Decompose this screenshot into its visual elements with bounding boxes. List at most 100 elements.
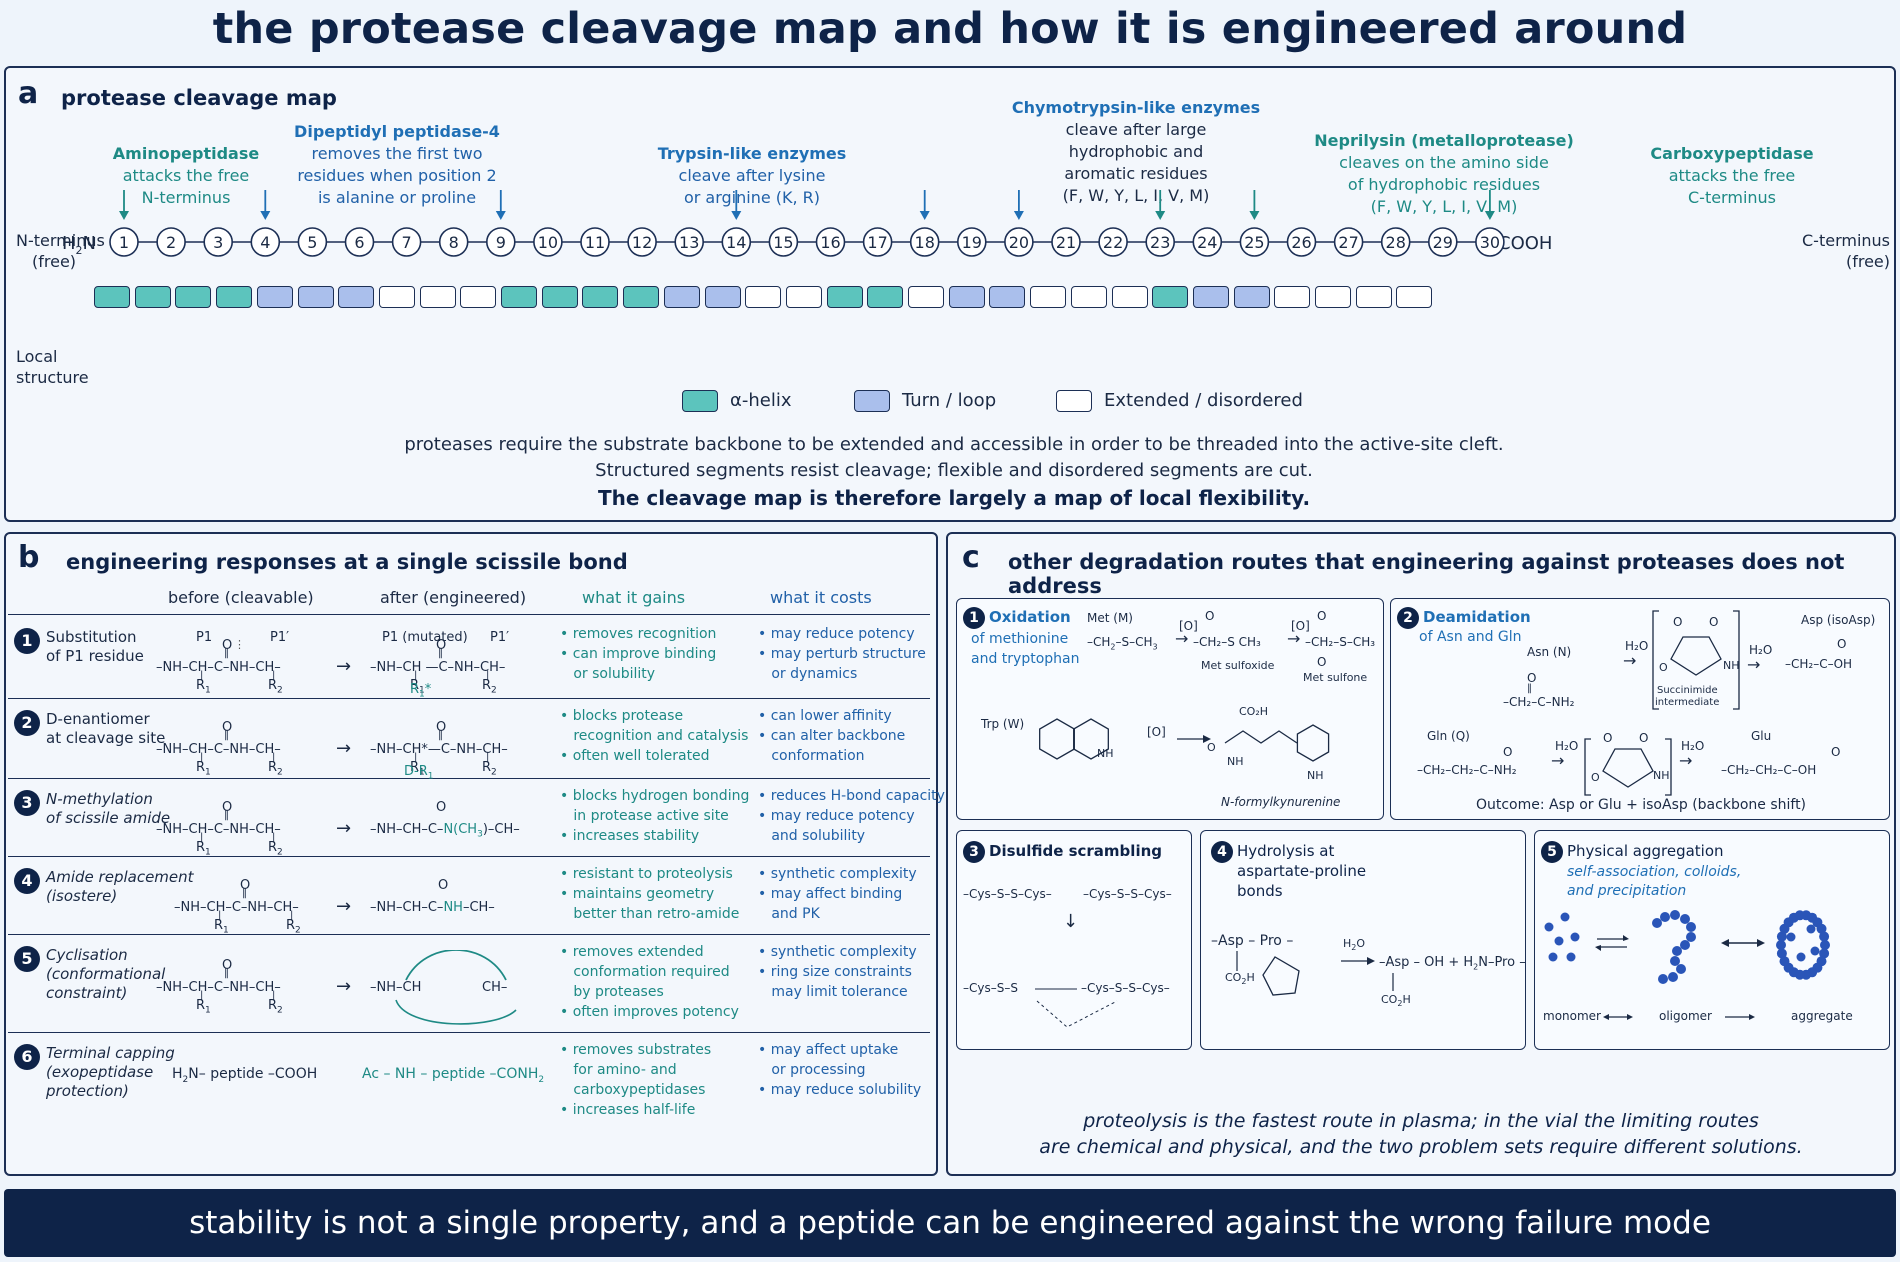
chem-text: NH [1227, 755, 1244, 768]
legend-helix-swatch [682, 390, 718, 412]
residue-12: 12 [627, 227, 657, 257]
route-title: Disulfide scrambling [989, 842, 1162, 860]
chem-text: CH– [482, 980, 508, 995]
gain-item: by proteases [560, 984, 664, 1000]
chem-text: R1* [410, 682, 431, 700]
svg-text:25: 25 [1244, 233, 1264, 252]
chem-text: Met (M) [1087, 611, 1133, 625]
chem-fragment: N(CH [443, 822, 478, 837]
chem-text: O [1659, 661, 1668, 674]
legend-helix-label: α-helix [730, 390, 792, 411]
residue-22: 22 [1098, 227, 1128, 257]
chem-text: R1 [410, 760, 425, 778]
structure-segment [94, 286, 130, 308]
structure-segment [908, 286, 944, 308]
chem-text: Met sulfoxide [1201, 659, 1275, 672]
oligomer-dot [1686, 932, 1696, 942]
chem-text: ‖ [438, 730, 443, 741]
chem-fragment: –NH–CH–C– [370, 900, 444, 915]
chem-fragment: R [286, 918, 296, 933]
svg-text:7: 7 [402, 233, 412, 252]
legend-extended-swatch [1056, 390, 1092, 412]
residue-15: 15 [768, 227, 799, 257]
svg-text:22: 22 [1103, 233, 1123, 252]
chem-fragment: R [268, 840, 278, 855]
chem-text: ‖ [438, 648, 443, 659]
chem-text: ‖ [224, 648, 229, 659]
chem-text: P1′ [270, 630, 290, 645]
row-divider [8, 698, 930, 699]
cost-item: or dynamics [758, 666, 858, 682]
chem-text: O [1207, 741, 1216, 754]
chem-fragment: R [482, 678, 492, 693]
gain-item: • often well tolerated [560, 748, 710, 764]
aggregate-dot [1820, 940, 1830, 950]
enzyme-chymotrypsin: Chymotrypsin-like enzymes cleave after l… [1011, 98, 1261, 205]
chem-text: NH [1723, 659, 1740, 672]
svg-text:10: 10 [538, 233, 558, 252]
chem-text: Ac – NH – peptide –CONH2 [362, 1066, 544, 1085]
chem-text: O [1639, 731, 1649, 745]
chem-text: –CH₂–C–NH₂ [1503, 695, 1575, 709]
gain-item: carboxypeptidases [560, 1082, 706, 1098]
structure-segment [1315, 286, 1351, 308]
svg-text:19: 19 [962, 233, 982, 252]
chem-fragment: R [410, 682, 420, 697]
chem-fragment: 2 [277, 1005, 283, 1016]
chem-fragment: R [410, 760, 420, 775]
residue-21: 21 [1051, 227, 1081, 257]
svg-text:9: 9 [496, 233, 506, 252]
page-title: the protease cleavage map and how it is … [212, 4, 1688, 54]
monomer-dot [1560, 912, 1570, 922]
svg-text:30: 30 [1480, 233, 1500, 252]
chem-text: P1′ [490, 630, 510, 645]
chem-fragment: 1 [205, 1005, 211, 1016]
structure-segment [704, 286, 741, 308]
svg-text:27: 27 [1338, 233, 1358, 252]
chem-text: –Asp – Pro – [1211, 933, 1294, 949]
chem-text: | [414, 670, 418, 681]
reaction-arrow: → [336, 738, 352, 759]
panel-c-title: other degradation routes that engineerin… [1008, 550, 1845, 598]
row-label-line: Cyclisation [46, 946, 128, 964]
chem-fragment: R [268, 678, 278, 693]
local-structure-label: Local structure [16, 347, 89, 387]
svg-text:12: 12 [632, 233, 652, 252]
row-costs: • synthetic complexity• may affect bindi… [758, 864, 917, 924]
row-gains: • removes extended conformation required… [560, 942, 739, 1022]
row-label: Amide replacement(isostere) [46, 868, 194, 906]
chem-fragment: R [196, 678, 206, 693]
chem-fragment: 1 [205, 685, 211, 696]
svg-text:29: 29 [1433, 233, 1453, 252]
svg-text:24: 24 [1197, 233, 1217, 252]
chem-fragment: 2 [1110, 642, 1116, 652]
row-label-line: of scissile amide [46, 809, 171, 827]
residue-13: 13 [674, 227, 705, 257]
svg-text:21: 21 [1056, 233, 1076, 252]
structure-segment [785, 286, 822, 308]
chem-text: → [1551, 751, 1565, 770]
gain-item: • increases half-life [560, 1102, 696, 1118]
enzyme-aminopeptidase: Aminopeptidase attacks the free N-termin… [112, 144, 260, 207]
chem-fragment: R [196, 760, 206, 775]
monomer-dot [1544, 922, 1554, 932]
svg-text:17: 17 [867, 233, 887, 252]
row-divider [8, 614, 930, 615]
structure-segment [175, 286, 212, 308]
svg-text:23: 23 [1150, 233, 1170, 252]
residue-16: 16 [815, 227, 846, 257]
chem-fragment: R [214, 918, 224, 933]
chem-text: P1 [196, 630, 213, 645]
chem-text: O [1603, 731, 1613, 745]
structure-segment [501, 286, 537, 308]
structure-segment [1111, 286, 1148, 308]
panel-a: a protease cleavage map Aminopeptidase a… [4, 66, 1896, 522]
aggregate-dot [1779, 956, 1790, 967]
chem-fragment: 2 [538, 1074, 545, 1085]
